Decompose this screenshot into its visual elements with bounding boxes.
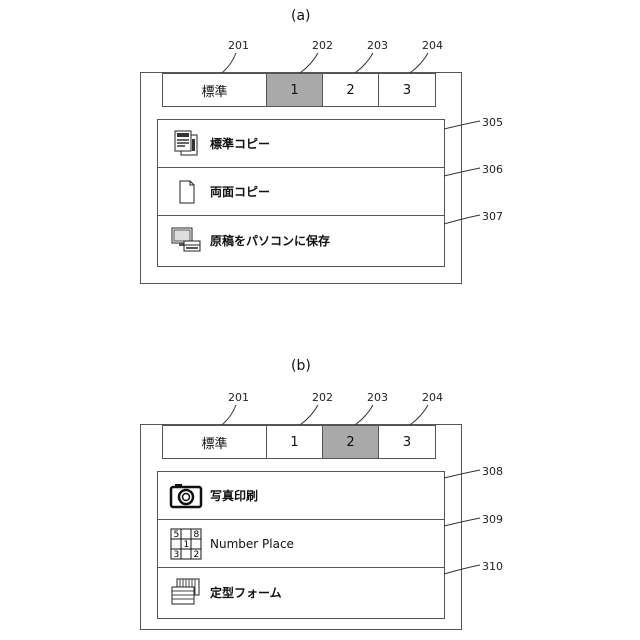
form-stack-icon [162,568,210,616]
ref-310: 310 [482,560,503,573]
copy-documents-icon [162,120,210,168]
ref-201-b: 201 [228,391,249,404]
menu-item-standard-copy[interactable]: 標準コピー [158,120,444,168]
number-grid-icon: 5 8 1 3 2 [162,520,210,568]
scan-to-pc-icon [162,216,210,264]
tab-1-b[interactable]: 1 [267,426,323,458]
tab-3-a[interactable]: 3 [379,74,435,106]
camera-icon [162,472,210,520]
ref-308: 308 [482,465,503,478]
ref-307: 307 [482,210,503,223]
grid-cell-5: 5 [174,530,180,540]
ref-202-b: 202 [312,391,333,404]
menu-item-label: 原稿をパソコンに保存 [210,232,330,249]
tab-1-a[interactable]: 1 [267,74,323,106]
ref-306: 306 [482,163,503,176]
single-page-icon [162,168,210,216]
ref-203-a: 203 [367,39,388,52]
tab-2-a[interactable]: 2 [323,74,379,106]
menu-item-label: 定型フォーム [210,584,282,601]
ref-305: 305 [482,116,503,129]
tab-standard-a[interactable]: 標準 [163,74,267,106]
device-panel-b: 標準 1 2 3 写真印刷 [140,424,462,630]
menu-item-label: 標準コピー [210,135,270,152]
menu-item-duplex-copy[interactable]: 両面コピー [158,168,444,216]
menu-item-label: 両面コピー [210,183,270,200]
menu-item-fixed-form[interactable]: 定型フォーム [158,568,444,616]
tab-3-b[interactable]: 3 [379,426,435,458]
caption-a: (a) [291,8,311,24]
menu-list-b: 写真印刷 5 8 1 3 2 Number Place [157,471,445,619]
menu-item-save-to-pc[interactable]: 原稿をパソコンに保存 [158,216,444,264]
menu-item-photo-print[interactable]: 写真印刷 [158,472,444,520]
menu-item-label: Number Place [210,537,294,551]
grid-cell-8: 8 [194,530,200,540]
grid-cell-2: 2 [194,550,200,560]
ref-204-b: 204 [422,391,443,404]
device-panel-a: 標準 1 2 3 標準コピー [140,72,462,284]
caption-b: (b) [291,358,311,374]
grid-cell-1: 1 [184,540,190,550]
tab-standard-b[interactable]: 標準 [163,426,267,458]
ref-204-a: 204 [422,39,443,52]
menu-item-number-place[interactable]: 5 8 1 3 2 Number Place [158,520,444,568]
tab-bar-b: 標準 1 2 3 [162,425,436,459]
ref-203-b: 203 [367,391,388,404]
tab-bar-a: 標準 1 2 3 [162,73,436,107]
ref-202-a: 202 [312,39,333,52]
ref-309: 309 [482,513,503,526]
menu-item-label: 写真印刷 [210,487,258,504]
tab-2-b[interactable]: 2 [323,426,379,458]
menu-list-a: 標準コピー 両面コピー 原稿をパ [157,119,445,267]
grid-cell-3: 3 [174,550,180,560]
ref-201-a: 201 [228,39,249,52]
